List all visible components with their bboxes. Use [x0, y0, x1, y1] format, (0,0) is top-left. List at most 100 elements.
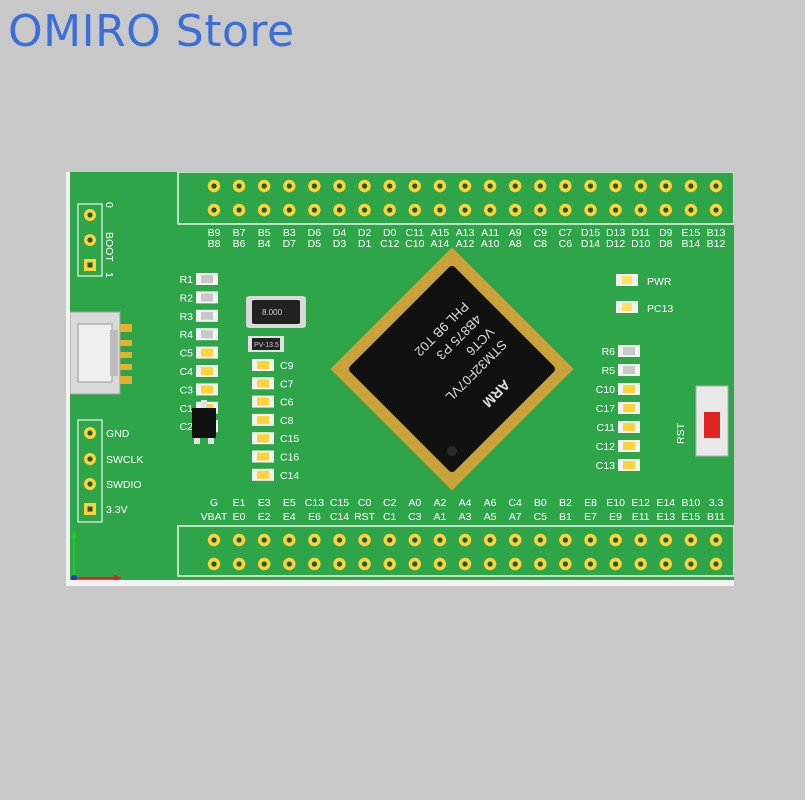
- right-component-label: C10: [596, 384, 615, 396]
- bottom-pin-label: A5: [484, 511, 497, 523]
- top-pin-hole: [261, 207, 267, 213]
- top-pin-hole: [537, 207, 543, 213]
- bottom-pin-hole: [663, 561, 669, 567]
- bottom-pin-label: A6: [484, 497, 497, 509]
- transistor: [192, 400, 216, 444]
- top-pin-label: D5: [308, 238, 322, 250]
- bottom-pin-hole: [713, 537, 719, 543]
- right-component-label: C17: [596, 403, 615, 415]
- bottom-pin-label: E13: [656, 511, 675, 523]
- bottom-pin-label: C3: [408, 511, 422, 523]
- crystal-text: 8.000: [262, 308, 283, 317]
- swd-label-swclk: SWCLK: [106, 454, 143, 466]
- top-pin-label: D9: [659, 227, 673, 239]
- top-pin-label: D8: [659, 238, 673, 250]
- top-pin-label: A14: [431, 238, 450, 250]
- bottom-pin-hole: [462, 537, 468, 543]
- bottom-pin-hole: [286, 561, 292, 567]
- top-pin-hole: [286, 183, 292, 189]
- bottom-pin-label: B11: [707, 511, 725, 523]
- top-pin-label: C8: [534, 238, 548, 250]
- bottom-pin-label: E14: [656, 497, 675, 509]
- bottom-pin-label: G: [210, 497, 218, 509]
- left-component-label: C3: [180, 384, 194, 396]
- left-component-label: R2: [180, 292, 194, 304]
- top-pin-hole: [487, 183, 493, 189]
- top-pin-label: A10: [481, 238, 500, 250]
- top-pin-hole: [236, 207, 242, 213]
- top-pin-label: D15: [581, 227, 600, 239]
- left-component-label: R4: [180, 329, 194, 341]
- right-component-core: [623, 385, 635, 393]
- bottom-pin-hole: [211, 537, 217, 543]
- bottom-pin-hole: [462, 561, 468, 567]
- top-pin-hole: [412, 183, 418, 189]
- top-pin-label: B13: [707, 227, 726, 239]
- top-pin-label: D13: [606, 227, 625, 239]
- top-pin-hole: [437, 183, 443, 189]
- bottom-pin-hole: [562, 561, 568, 567]
- bottom-pin-hole: [688, 537, 694, 543]
- boot-header-frame: [77, 203, 103, 277]
- top-pin-hole: [236, 183, 242, 189]
- bottom-pin-hole: [613, 537, 619, 543]
- top-pin-label: C7: [559, 227, 573, 239]
- top-pin-hole: [713, 183, 719, 189]
- bottom-pin-label: C15: [330, 497, 349, 509]
- right-component-label: R5: [602, 365, 616, 377]
- swd-label-3v3: 3.3V: [106, 504, 128, 516]
- bottom-pin-label: E5: [283, 497, 296, 509]
- left-component-core: [201, 348, 213, 357]
- top-pin-hole: [613, 207, 619, 213]
- bottom-pin-hole: [261, 561, 267, 567]
- mid-component-label: C8: [280, 415, 294, 427]
- top-pin-hole: [462, 207, 468, 213]
- left-component-label: R3: [180, 311, 194, 323]
- bottom-pin-hole: [311, 537, 317, 543]
- top-pin-hole: [638, 183, 644, 189]
- left-component-core: [201, 330, 213, 339]
- bottom-pin-hole: [613, 561, 619, 567]
- crystal32-text: PV-13.5: [254, 342, 279, 349]
- bottom-pin-label: C5: [534, 511, 548, 523]
- top-pin-hole: [688, 183, 694, 189]
- right-component-core: [623, 404, 635, 412]
- top-pin-label: B14: [682, 238, 701, 250]
- bottom-pin-hole: [437, 561, 443, 567]
- bottom-pin-label: B1: [559, 511, 572, 523]
- top-pin-label: B5: [258, 227, 271, 239]
- micro-usb-connector: [70, 311, 132, 395]
- top-pin-hole: [412, 207, 418, 213]
- crystal-8mhz: 8.000: [246, 296, 306, 328]
- top-pin-hole: [638, 207, 644, 213]
- bottom-pin-hole: [487, 537, 493, 543]
- bottom-pin-label: E10: [606, 497, 625, 509]
- boot-label: BOOT: [103, 232, 115, 262]
- right-component-label: R6: [602, 346, 616, 358]
- bottom-pin-hole: [512, 561, 518, 567]
- top-pin-hole: [587, 207, 594, 213]
- top-pin-hole: [487, 207, 493, 213]
- top-pin-header: [207, 179, 723, 217]
- bottom-pin-label: E4: [283, 511, 296, 523]
- bottom-pin-label: C13: [305, 497, 324, 509]
- top-pin-label: D14: [581, 238, 600, 250]
- top-pin-label: D6: [308, 227, 322, 239]
- top-pin-label: E15: [682, 227, 701, 239]
- mid-component-core: [257, 452, 269, 461]
- bottom-pin-label: A7: [509, 511, 522, 523]
- bottom-pin-hole: [562, 537, 568, 543]
- mid-component-core: [257, 379, 269, 388]
- top-pin-label: B12: [707, 238, 726, 250]
- top-pin-hole: [663, 183, 669, 189]
- right-component-label: C13: [596, 460, 615, 472]
- bottom-pin-label: E11: [632, 511, 650, 523]
- top-pin-hole: [336, 183, 343, 189]
- bottom-pin-hole: [211, 561, 217, 567]
- right-component-core: [623, 442, 635, 450]
- bottom-pin-hole: [512, 537, 518, 543]
- right-component-label: C12: [596, 441, 615, 453]
- top-pin-label: D12: [606, 238, 625, 250]
